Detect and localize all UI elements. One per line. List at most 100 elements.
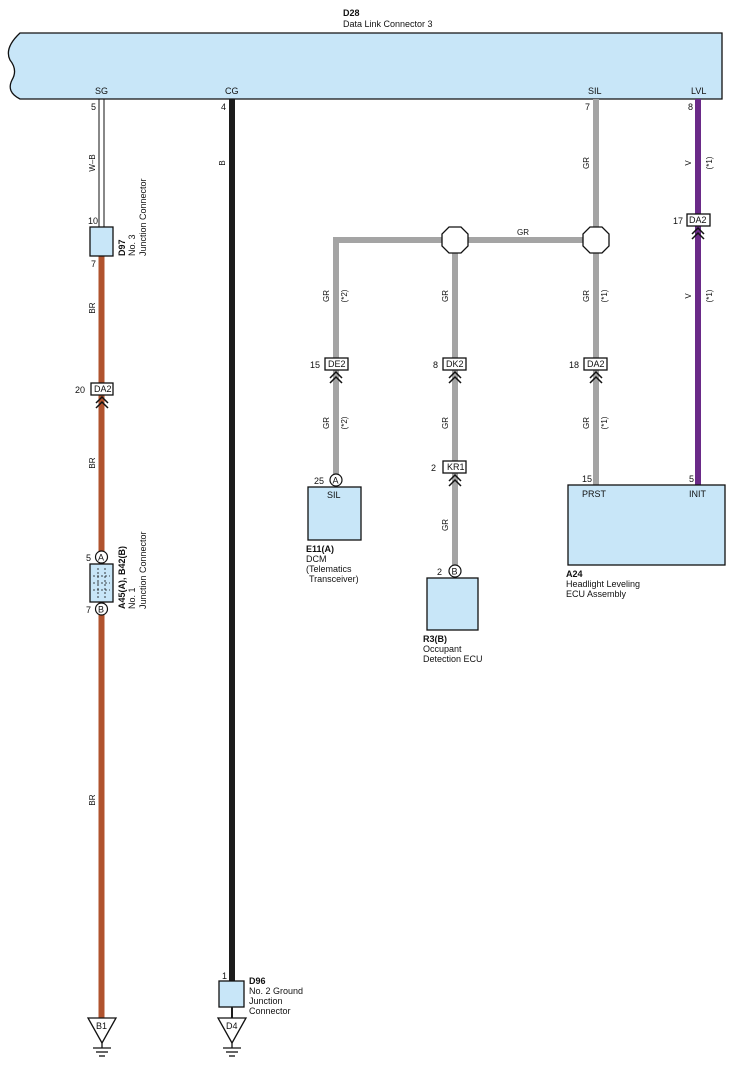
pin-a24-prst: 15: [582, 474, 592, 484]
d97-id: D97: [117, 239, 127, 256]
pin-da2-middle: 18: [569, 360, 579, 370]
ground-d4-label: D4: [226, 1021, 238, 1031]
d97-name-1: No. 3: [127, 234, 137, 256]
ground-d4-icon: [216, 1017, 248, 1057]
note-da2-top: (*1): [600, 289, 609, 302]
wire-label-gr-e11-bottom: GR: [322, 417, 331, 429]
d96-name-1: No. 2 Ground: [249, 986, 303, 996]
a24-terminal-prst: PRST: [582, 489, 607, 499]
note-v-bottom: (*1): [705, 289, 714, 302]
wire-label-b: B: [218, 160, 227, 165]
d97-pin-bottom: 7: [91, 259, 96, 269]
e11-terminal-sil: SIL: [327, 490, 341, 500]
a24-name-2: ECU Assembly: [566, 589, 627, 599]
dlc-terminal-sil: SIL: [588, 86, 602, 96]
wire-label-w-b: W–B: [88, 154, 97, 171]
a24-name-1: Headlight Leveling: [566, 579, 640, 589]
wire-label-gr-horizontal: GR: [517, 228, 529, 237]
ground-b1-label: B1: [96, 1021, 107, 1031]
pin-da2-right: 17: [673, 216, 683, 226]
a45-pin-b-marker: [94, 602, 109, 616]
dlc-terminal-sg: SG: [95, 86, 108, 96]
e11-pin-a-marker: [329, 473, 343, 487]
wire-label-br-1: BR: [88, 302, 97, 313]
wire-label-gr-sil: GR: [582, 157, 591, 169]
e11-dcm-box: [307, 486, 362, 541]
note-e11-bottom: (*2): [340, 416, 349, 429]
a24-ecu-box: [567, 484, 726, 566]
wire-gr-network: [333, 99, 599, 565]
wire-label-v-bottom: V: [684, 293, 693, 299]
a24-terminal-init: INIT: [689, 489, 707, 499]
d97-pin-top: 10: [88, 216, 98, 226]
a45-pin-a-letter: A: [98, 553, 104, 563]
pin-lvl: 8: [688, 102, 693, 112]
wire-label-br-3: BR: [88, 794, 97, 805]
wire-label-gr-e11-top: GR: [322, 290, 331, 302]
wire-label-gr-da2-bottom: GR: [582, 417, 591, 429]
a45-name-1: No. 1: [127, 587, 137, 609]
connector-dk2: DK2: [442, 357, 467, 384]
wire-label-gr-da2-top: GR: [582, 290, 591, 302]
pin-cg: 4: [221, 102, 226, 112]
r3-name-2: Detection ECU: [423, 654, 483, 664]
connector-kr1-label: KR1: [447, 462, 465, 472]
connector-da2-left: DA2: [90, 382, 114, 409]
pin-de2: 15: [310, 360, 320, 370]
connector-da2-left-label: DA2: [94, 384, 112, 394]
wire-sg-w-b: [98, 99, 105, 227]
a45-name-2: Junction Connector: [138, 531, 148, 609]
d97-name-2: Junction Connector: [138, 178, 148, 256]
connector-da2-right-label: DA2: [689, 215, 707, 225]
connector-da2-middle: DA2: [583, 357, 608, 384]
pin-sg: 5: [91, 102, 96, 112]
splice-point-left: [441, 226, 469, 254]
wire-label-gr-dk2-bottom: GR: [441, 417, 450, 429]
e11-pin-a-letter: A: [333, 476, 339, 486]
r3-pin-b-letter: B: [452, 567, 458, 577]
connector-kr1: KR1: [442, 460, 467, 487]
pin-kr1: 2: [431, 463, 436, 473]
wire-label-br-2: BR: [88, 457, 97, 468]
connector-de2-label: DE2: [328, 359, 346, 369]
data-link-connector-box: [7, 32, 723, 100]
e11-name-3: Transceiver): [309, 574, 359, 584]
dlc-id: D28: [343, 8, 360, 18]
wire-label-v-top: V: [684, 160, 693, 166]
a45-id: A45(A), B42(B): [117, 546, 127, 609]
connector-de2: DE2: [324, 357, 349, 384]
r3-name-1: Occupant: [423, 644, 462, 654]
a45-pin-a-marker: [94, 550, 109, 564]
connector-da2-right: DA2: [686, 213, 711, 240]
a24-id: A24: [566, 569, 583, 579]
wire-label-gr-kr1-bottom: GR: [441, 519, 450, 531]
pin-e11: 25: [314, 476, 324, 486]
dlc-terminal-cg: CG: [225, 86, 239, 96]
pin-da2-left: 20: [75, 385, 85, 395]
r3-ecu-box: [426, 577, 479, 631]
e11-name-1: DCM: [306, 554, 327, 564]
pin-d96: 1: [222, 971, 227, 981]
dlc-terminal-lvl: LVL: [691, 86, 706, 96]
e11-id: E11(A): [306, 544, 334, 554]
ground-b1-icon: [86, 1017, 118, 1057]
r3-id: R3(B): [423, 634, 447, 644]
splice-point-right: [582, 226, 610, 254]
d96-id: D96: [249, 976, 266, 986]
pin-dk2: 8: [433, 360, 438, 370]
note-v-top: (*1): [705, 156, 714, 169]
a45-pin-bottom: 7: [86, 605, 91, 615]
dlc-name: Data Link Connector 3: [343, 19, 433, 29]
note-e11-top: (*2): [340, 289, 349, 302]
pin-a24-init: 5: [689, 474, 694, 484]
d97-junction-connector: [89, 226, 114, 257]
r3-pin-b-marker: [448, 564, 462, 578]
a45-pin-b-letter: B: [98, 605, 104, 615]
connector-da2-middle-label: DA2: [587, 359, 605, 369]
connector-dk2-label: DK2: [446, 359, 464, 369]
d96-name-2: Junction: [249, 996, 283, 1006]
pin-sil: 7: [585, 102, 590, 112]
pin-r3: 2: [437, 567, 442, 577]
note-da2-bottom: (*1): [600, 416, 609, 429]
